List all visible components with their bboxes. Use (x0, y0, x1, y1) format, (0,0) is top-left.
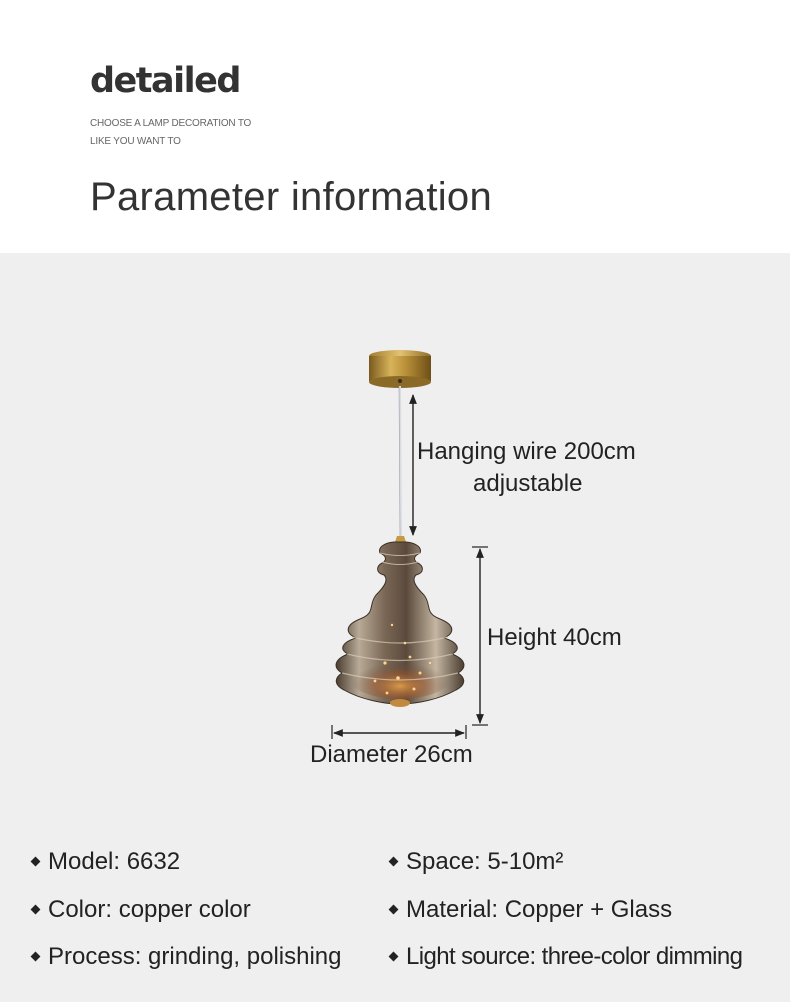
header-section: detailed CHOOSE A LAMP DECORATION TO LIK… (0, 0, 790, 253)
ceiling-canopy (369, 350, 431, 388)
diamond-bullet-icon (388, 951, 399, 962)
height-label: Height 40cm (487, 624, 622, 651)
hanging-wire-label-line2: adjustable (473, 470, 583, 498)
diamond-bullet-icon (388, 904, 399, 915)
height-dimension-arrow (472, 546, 488, 726)
diamond-bullet-icon (30, 904, 41, 915)
spec-space-text: Space: 5-10m² (406, 848, 564, 875)
diameter-dimension-arrow (331, 725, 467, 739)
subtitle-line-1: CHOOSE A LAMP DECORATION TO (90, 118, 252, 129)
spec-material-text: Material: Copper + Glass (406, 896, 673, 923)
spec-model-text: Model: 6632 (48, 848, 181, 875)
spec-model: Model: 6632 (30, 848, 181, 875)
spec-space: Space: 5-10m² (388, 848, 564, 875)
hanging-wire-label: Hanging wire 200cm adjustable (417, 436, 636, 501)
page-title: Parameter information (90, 175, 493, 219)
spec-material: Material: Copper + Glass (388, 896, 673, 923)
lamp-diagram (331, 350, 488, 739)
brand-title: detailed (90, 61, 241, 101)
subtitle-line-2: LIKE YOU WANT TO (90, 136, 181, 147)
spec-light-source-text: Light source: three-color dimming (406, 943, 743, 970)
product-panel: Hanging wire 200cm adjustable Height 40c… (0, 253, 790, 1002)
spec-process-text: Process: grinding, polishing (48, 943, 342, 970)
diamond-bullet-icon (388, 856, 399, 867)
hanging-wire-label-line1: Hanging wire 200cm (417, 438, 636, 465)
spec-color-text: Color: copper color (48, 896, 251, 923)
diamond-bullet-icon (30, 951, 41, 962)
diameter-label: Diameter 26cm (310, 741, 473, 768)
spec-process: Process: grinding, polishing (30, 943, 342, 970)
spec-light-source: Light source: three-color dimming (388, 943, 743, 970)
hanging-wire (399, 385, 402, 538)
spec-color: Color: copper color (30, 896, 251, 923)
diamond-bullet-icon (30, 856, 41, 867)
lamp-shade (335, 536, 465, 707)
